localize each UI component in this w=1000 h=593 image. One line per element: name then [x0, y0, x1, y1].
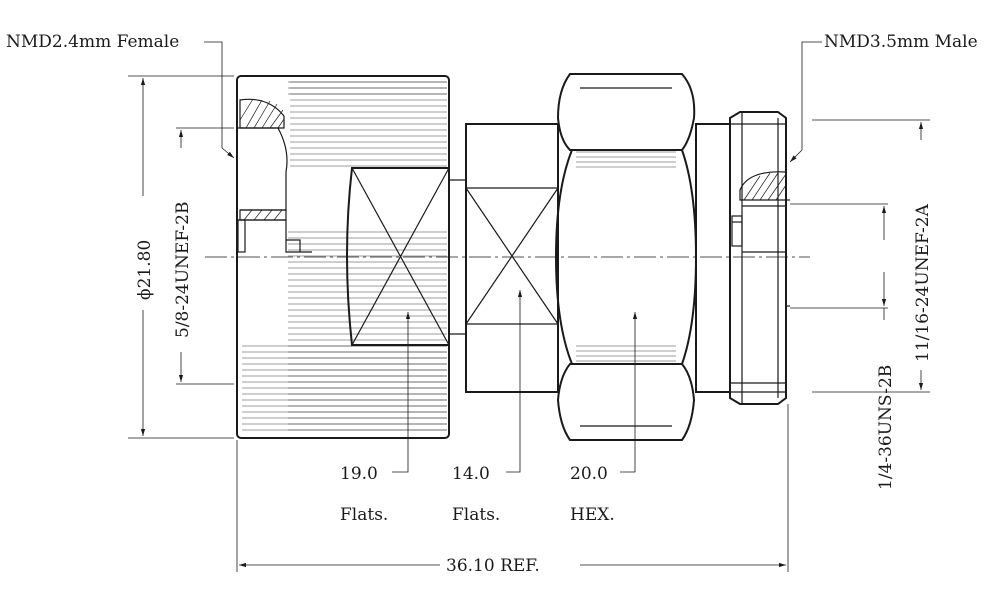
hex-nut-20 — [554, 73, 698, 441]
hex-20-value: 20.0 — [570, 464, 608, 484]
flats-19-label: Flats. — [340, 505, 388, 525]
dim-outer-diameter-text: ϕ21.80 — [135, 240, 155, 300]
flats-14-value: 14.0 — [452, 464, 490, 484]
dim-right-thread — [812, 119, 930, 393]
callout-right-text: NMD3.5mm Male — [824, 32, 978, 52]
callout-left-text: NMD2.4mm Female — [6, 32, 179, 52]
body-flats-14 — [465, 123, 559, 393]
dim-left-thread — [176, 127, 234, 385]
flats-19-value: 19.0 — [340, 464, 378, 484]
leader-flats-14 — [506, 290, 523, 473]
dim-inner-thread — [790, 203, 888, 320]
dim-outer-diameter — [128, 75, 234, 439]
leader-flats-19 — [392, 312, 411, 473]
leader-hex-20 — [620, 312, 638, 473]
dim-left-thread-text: 5/8-24UNEF-2B — [173, 202, 193, 338]
female-coupling-nut — [236, 75, 450, 439]
hatch-male — [743, 172, 787, 201]
dim-inner-thread-text: 1/4-36UNS-2B — [876, 365, 896, 490]
dim-overall-length — [236, 404, 789, 572]
hatch-female-top — [239, 98, 285, 129]
body-flats-19 — [346, 167, 466, 346]
dim-right-thread-text: 11/16-24UNEF-2A — [913, 203, 933, 362]
male-coupling — [695, 111, 790, 405]
callout-left-leader — [204, 41, 235, 159]
hatch-female-mid — [243, 209, 283, 221]
dim-overall-length-text: 36.10 REF. — [446, 556, 540, 576]
flats-14-label: Flats. — [452, 505, 500, 525]
callout-right-leader — [789, 41, 822, 163]
hex-20-label: HEX. — [570, 505, 615, 525]
